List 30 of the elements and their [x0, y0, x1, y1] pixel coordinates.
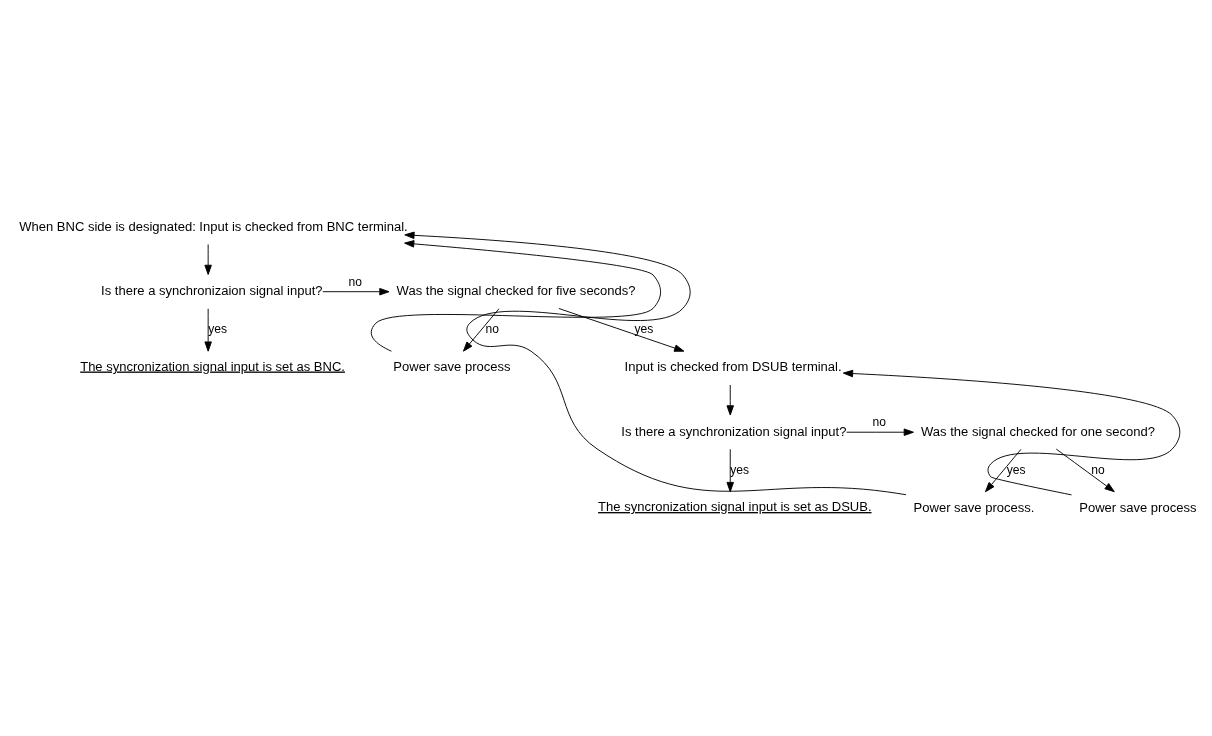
node-text: When BNC side is designated: Input is checked from BNC terminal.	[19, 218, 408, 234]
node-text: Is there a synchronizaion signal input?	[101, 283, 323, 299]
edge-label: yes	[1006, 462, 1026, 477]
arrow	[1055, 448, 1115, 493]
arrow	[985, 448, 1022, 493]
node-text: Input is checked from DSUB terminal.	[624, 359, 842, 375]
arrow	[370, 240, 662, 352]
node-text: Was the signal checked for one second?	[921, 423, 1155, 439]
arrow	[846, 428, 914, 436]
node-text: The syncronization signal input is set as BNC.	[80, 358, 345, 374]
arrow	[404, 231, 907, 496]
edge-label: no	[1091, 462, 1105, 477]
arrow	[842, 369, 1181, 496]
node-text: Power save process	[1079, 499, 1197, 515]
node-text: Is there a synchronization signal input?	[621, 423, 847, 439]
node-text: The syncronization signal input is set as DSUB.	[598, 499, 872, 515]
edge-label: no	[348, 274, 362, 289]
node-text: Power save process.	[913, 499, 1035, 515]
edge-label: yes	[634, 322, 654, 337]
arrow	[322, 287, 390, 296]
edge-label: no	[872, 415, 887, 430]
node-text: Power save process	[393, 359, 511, 375]
arrow	[462, 308, 500, 352]
edge-label: no	[485, 322, 499, 337]
node-text: Was the signal checked for five seconds?	[396, 283, 636, 299]
arrow	[558, 308, 685, 352]
arrow	[726, 448, 734, 493]
arrow	[204, 308, 212, 352]
arrow	[204, 244, 212, 275]
arrow	[726, 384, 734, 416]
